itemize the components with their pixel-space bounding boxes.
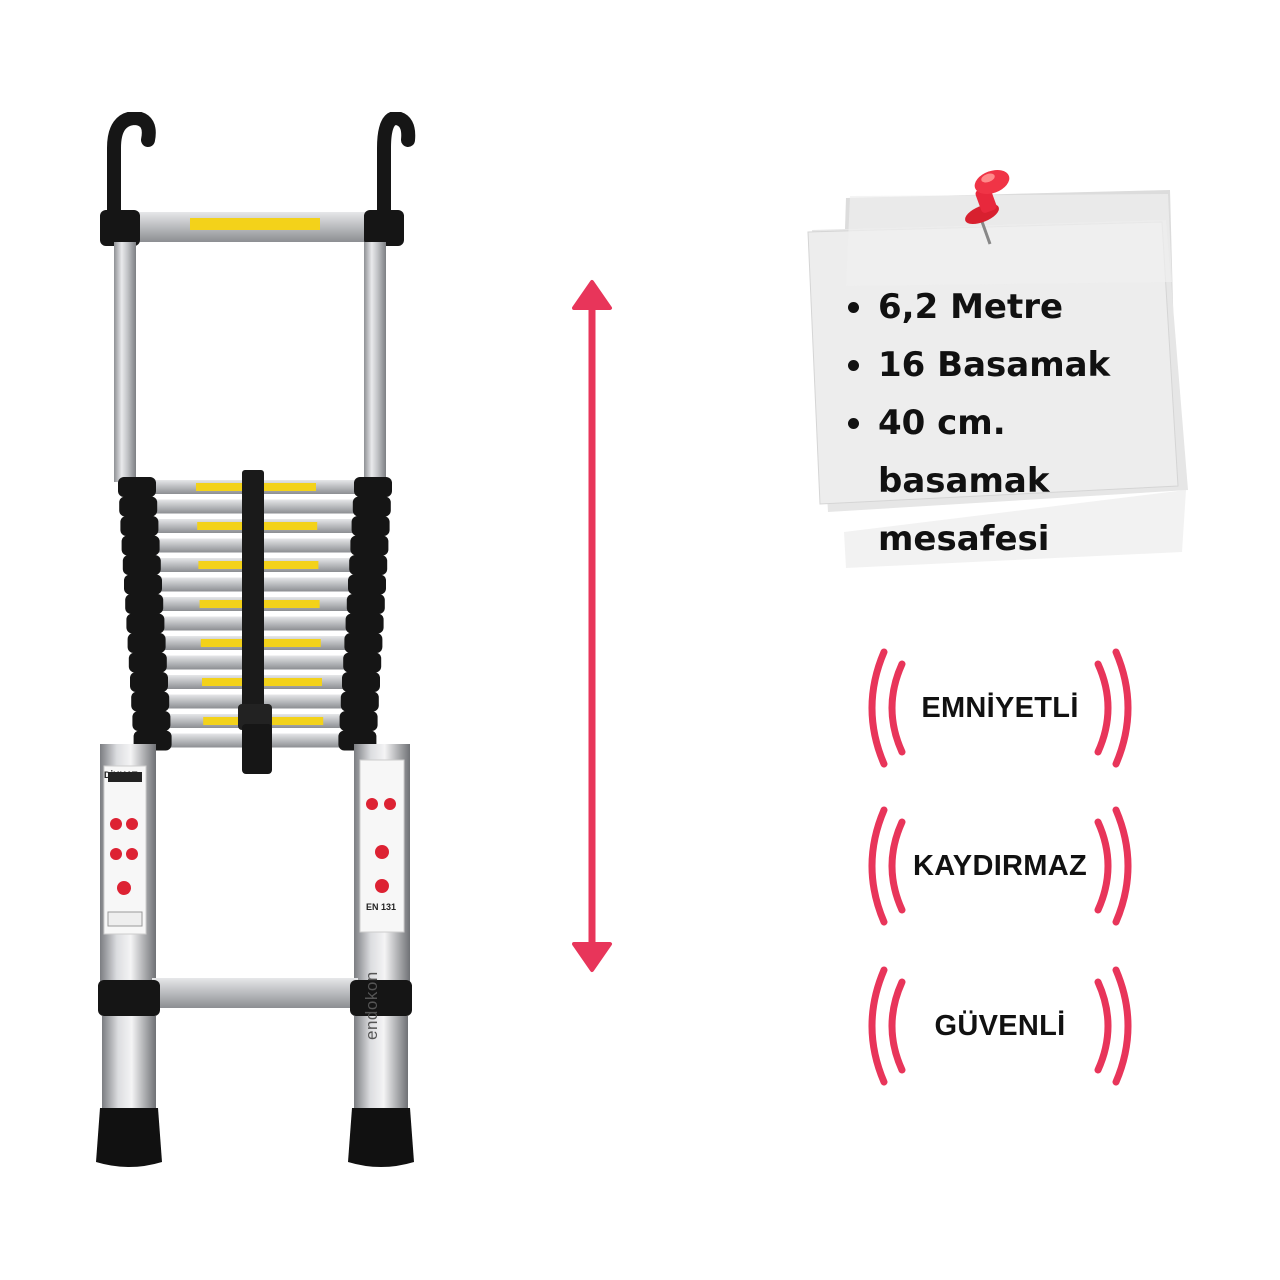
badge-label: KAYDIRMAZ [912,849,1088,882]
rung-end-cap [121,535,160,556]
spec-item: 16 Basamak [848,336,1188,394]
rung-end-cap [118,477,156,497]
warning-sticker-left [103,765,147,935]
rung-end-cap [342,672,380,692]
rung-end-cap [348,574,386,595]
rung-end-cap [352,496,391,517]
bullet-icon [848,360,859,371]
rung-end-cap [350,535,389,556]
signal-brackets-icon [868,806,1132,926]
bullet-icon [848,302,859,313]
feature-badge-secure: GÜVENLİ [856,964,1144,1088]
badge-label: EMNİYETLİ [921,691,1079,724]
warning-label-text: DİKKAT [104,770,138,780]
spec-item: 40 cm. basamak mesafesi [848,394,1188,568]
rung-end-cap [349,555,388,575]
spec-note-card [806,160,1198,570]
rung-end-cap [354,477,392,497]
rung-end-cap [345,613,384,634]
signal-brackets-icon [868,648,1132,768]
rung-end-cap [125,594,164,614]
rung-end-cap [126,613,165,634]
rung-end-cap [346,594,385,614]
rung-end-cap [339,711,378,731]
signal-brackets-icon [868,966,1132,1086]
badge-label: GÜVENLİ [934,1009,1066,1042]
push-pin-icon [960,166,1020,246]
feature-badge-safe: EMNİYETLİ [856,646,1144,770]
rung-end-cap [122,555,161,575]
standard-label-text: EN 131 [366,902,397,912]
feature-badge-non-slip: KAYDIRMAZ [856,804,1144,928]
rung-end-cap [128,652,167,673]
rung-end-cap [351,516,390,536]
product-image-telescopic-ladder [92,110,428,1170]
rung-end-cap [131,691,170,712]
rung-end-cap [120,516,159,536]
height-arrow-icon [568,278,616,974]
rung-end-cap [124,574,162,595]
spec-item: 6,2 Metre [848,278,1188,336]
bullet-icon [848,418,859,429]
rung-end-cap [132,711,171,731]
rung-end-cap [340,691,379,712]
rung-end-cap [130,672,168,692]
spec-list: 6,2 Metre 16 Basamak 40 cm. basamak mesa… [848,278,1188,568]
rung-end-cap [343,652,382,673]
rung-end-cap [344,633,383,653]
rung-end-cap [127,633,166,653]
warning-sticker-right [359,759,405,933]
brand-text: endokon [362,971,381,1040]
rung-end-cap [119,496,158,517]
